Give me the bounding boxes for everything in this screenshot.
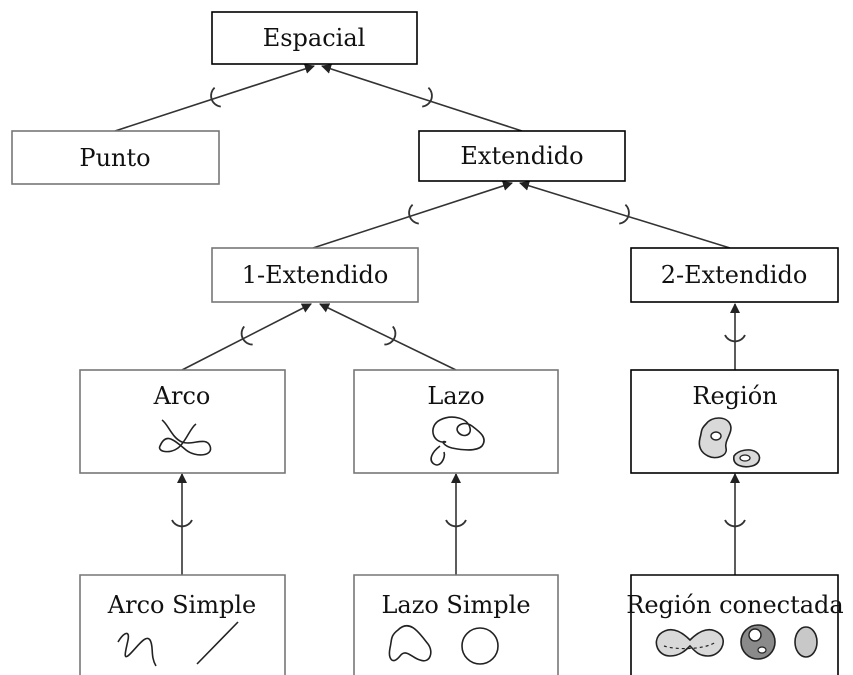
loop-icon: [430, 416, 485, 466]
subset-symbol: [171, 519, 193, 528]
node-lazo-simple-label: Lazo Simple: [381, 591, 530, 619]
subset-symbol: [724, 519, 746, 528]
region-island-hole-icon: [739, 454, 751, 462]
node-1-extendido: 1-Extendido: [211, 247, 419, 303]
node-punto-label: Punto: [79, 144, 150, 172]
simple-loop-icon: [388, 624, 432, 662]
subset-symbol: [384, 325, 397, 346]
subset-symbol: [445, 519, 467, 528]
edge-1extendido-extendido: [312, 181, 513, 249]
node-extendido: Extendido: [418, 130, 626, 182]
oval-region-icon: [794, 626, 818, 658]
subset-symbol: [240, 325, 253, 346]
node-espacial: Espacial: [211, 11, 418, 65]
subset-symbol: [408, 203, 419, 225]
node-1-extendido-label: 1-Extendido: [242, 261, 389, 289]
node-lazo-simple: Lazo Simple: [353, 574, 559, 675]
node-punto: Punto: [11, 130, 220, 185]
subset-symbol: [422, 86, 433, 108]
arc-icon: [158, 419, 212, 456]
region-hole-icon: [710, 431, 722, 441]
node-lazo: Lazo: [353, 369, 559, 474]
node-espacial-label: Espacial: [263, 24, 366, 52]
circle-loop-icon: [461, 627, 499, 665]
edge-punto-espacial: [114, 64, 315, 132]
node-lazo-label: Lazo: [427, 382, 484, 410]
node-region-label: Región: [692, 382, 777, 410]
straight-arc-icon: [196, 621, 239, 665]
subset-symbol: [724, 334, 746, 343]
edge-2extendido-extendido: [519, 180, 731, 249]
pinched-region-icon: [655, 629, 724, 657]
pinched-region-dashed-icon: [663, 641, 717, 650]
node-arco-label: Arco: [153, 382, 211, 410]
node-2-extendido-label: 2-Extendido: [661, 261, 808, 289]
node-arco: Arco: [79, 369, 286, 474]
edge-extendido-espacial: [321, 64, 523, 132]
subset-symbol: [210, 86, 221, 108]
node-extendido-label: Extendido: [460, 142, 583, 170]
node-region-conectada: Región conectada: [626, 574, 844, 675]
node-arco-simple-label: Arco Simple: [107, 591, 256, 619]
edge-arco-1extendido: [181, 303, 312, 371]
simple-arc-icon: [117, 632, 157, 667]
node-arco-simple: Arco Simple: [79, 574, 286, 675]
dark-region-hole-icon: [748, 628, 762, 642]
dark-region-small-hole-icon: [757, 646, 767, 654]
node-region-conectada-label: Región conectada: [626, 591, 843, 619]
node-2-extendido: 2-Extendido: [630, 247, 839, 303]
edge-lazo-1extendido: [319, 303, 457, 371]
node-region: Región: [630, 369, 839, 474]
subset-symbol: [619, 203, 630, 225]
